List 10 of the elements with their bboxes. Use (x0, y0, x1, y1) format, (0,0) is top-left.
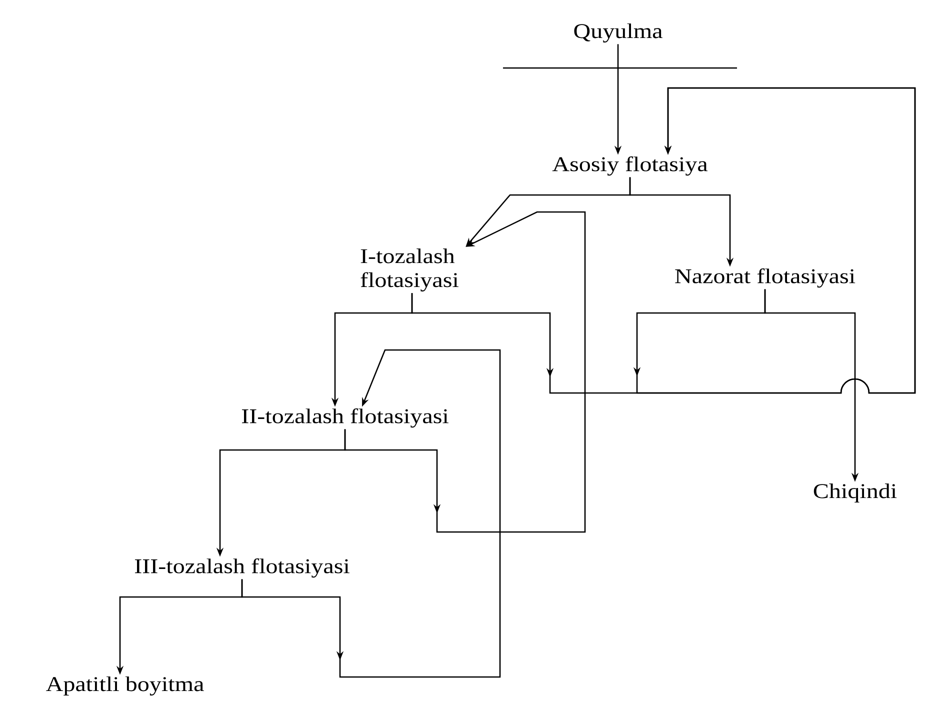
stage-label: Chiqindi (814, 484, 897, 502)
flow-arrow (241, 349, 501, 678)
stage-label: I-tozalash flotasiyasi (360, 248, 458, 292)
stage-label: Nazorat flotasiyasi (675, 268, 856, 288)
stage-label: II-tozalash flotasiyasi (242, 408, 448, 428)
stage-label: III-tozalash flotasiyasi (135, 558, 350, 578)
flow-arrow (344, 211, 586, 533)
stage-label: Asosiy flotasiya (552, 156, 708, 176)
stage-label: Quyulma (574, 23, 662, 43)
stage-label: Apatitli boyitma (46, 676, 204, 696)
